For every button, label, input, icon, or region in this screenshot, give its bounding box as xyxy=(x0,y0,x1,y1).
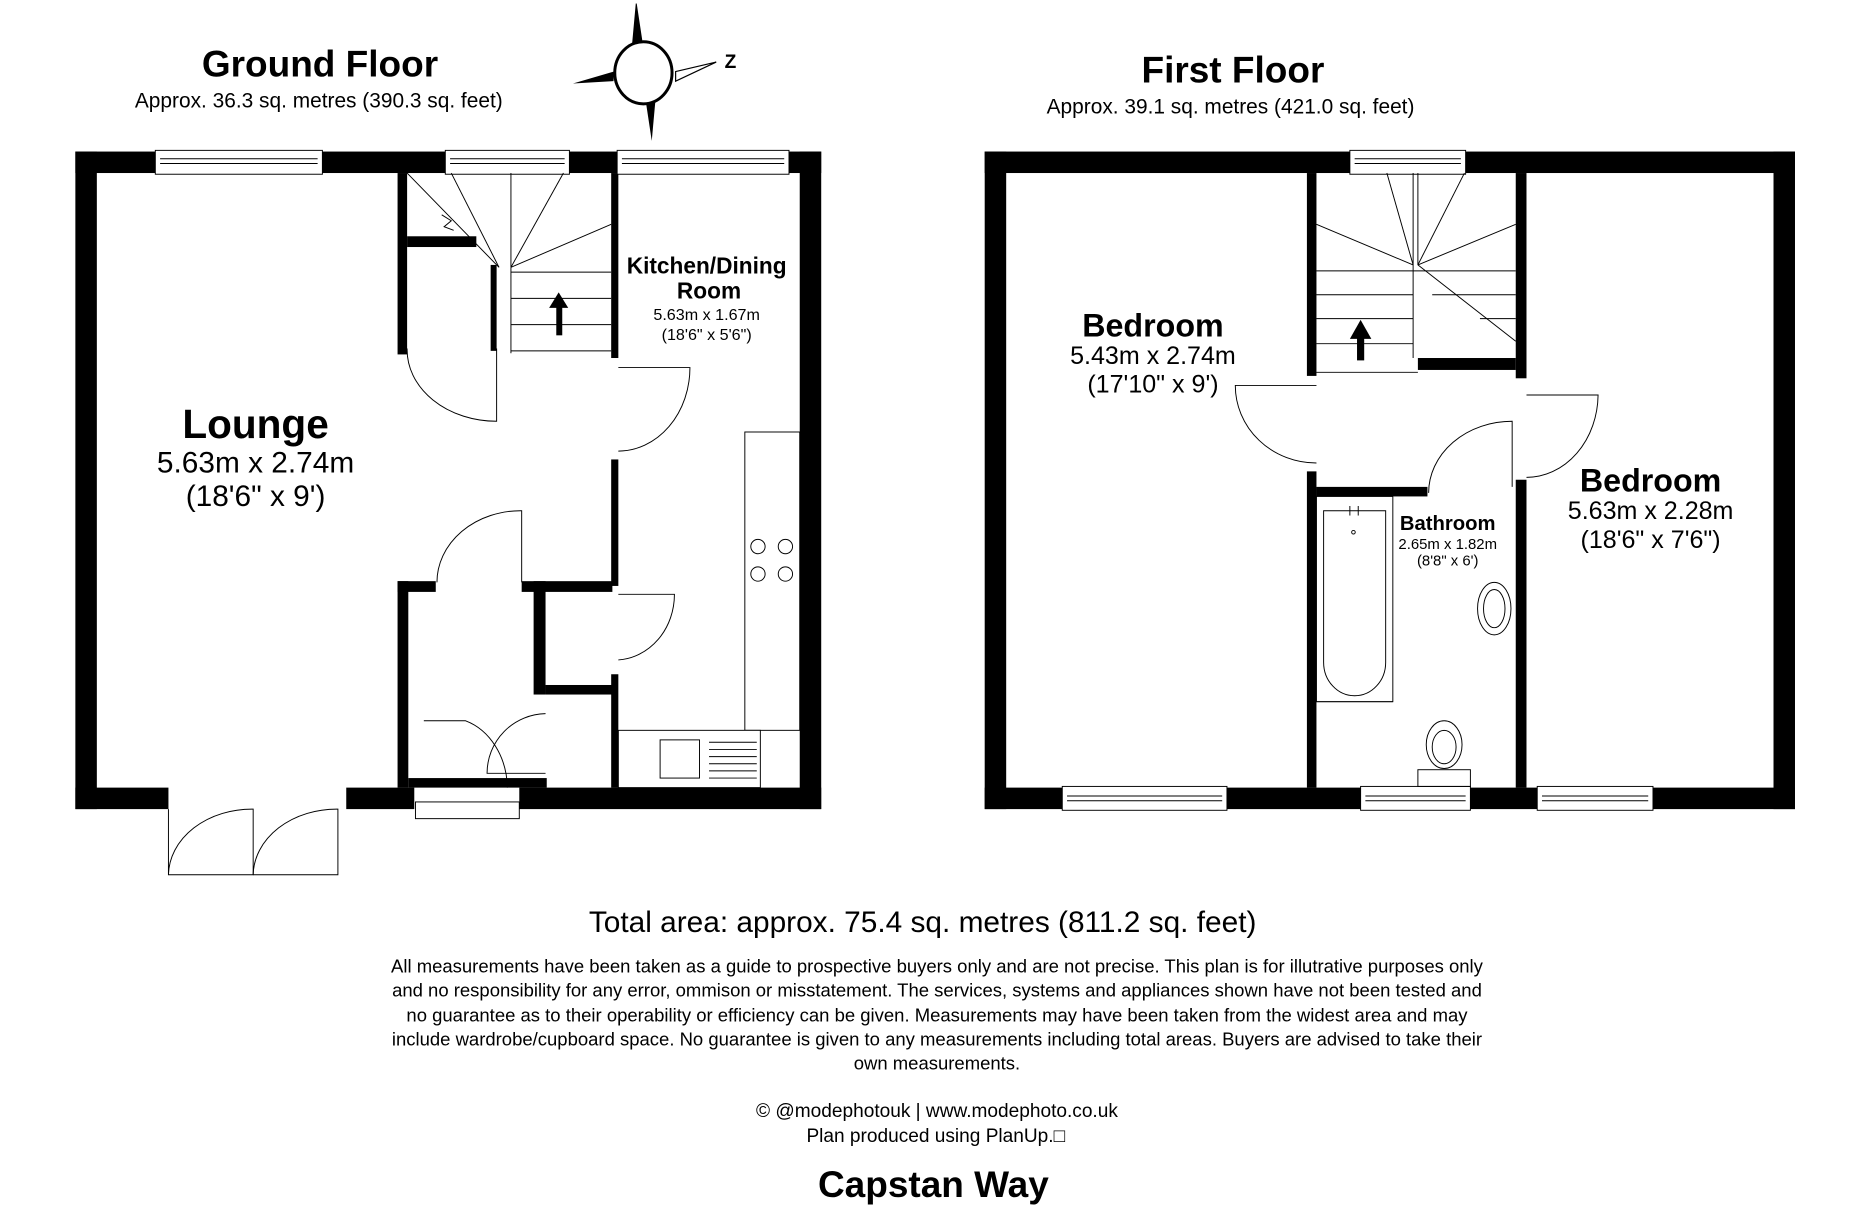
bathtub-icon xyxy=(1323,510,1387,697)
property-name: Capstan Way xyxy=(818,1164,1049,1205)
ground-floor-area: Approx. 36.3 sq. metres (390.3 sq. feet) xyxy=(135,89,503,112)
window xyxy=(1536,785,1654,811)
window xyxy=(1349,149,1467,175)
total-area: Total area: approx. 75.4 sq. metres (811… xyxy=(589,906,1257,939)
basin-icon xyxy=(1477,581,1512,636)
svg-text:(17'10" x 9'): (17'10" x 9') xyxy=(1087,371,1218,399)
kitchen-units xyxy=(617,431,801,789)
svg-text:(18'6" x 5'6"): (18'6" x 5'6") xyxy=(662,326,752,344)
svg-text:Kitchen/Dining: Kitchen/Dining xyxy=(627,252,787,278)
window xyxy=(616,149,790,175)
stairs-up-arrow-icon xyxy=(549,292,569,336)
stairs-up-arrow-icon xyxy=(1349,319,1372,361)
room-label-lounge: Lounge 5.63m x 2.74m (18'6" x 9') xyxy=(157,401,354,513)
svg-text:5.63m x 1.67m: 5.63m x 1.67m xyxy=(653,306,760,324)
first-floor-title: First Floor xyxy=(1141,49,1324,90)
doors xyxy=(167,348,691,876)
room-label-kitchen: Kitchen/Dining Room 5.63m x 1.67m (18'6"… xyxy=(627,252,787,344)
ground-floor: Ground Floor Approx. 36.3 sq. metres (39… xyxy=(75,43,822,876)
toilet-icon xyxy=(1425,720,1463,770)
svg-text:5.63m x 2.74m: 5.63m x 2.74m xyxy=(157,447,354,480)
window xyxy=(1061,785,1228,811)
svg-text:All measurements have been tak: All measurements have been taken as a gu… xyxy=(391,956,1484,977)
window xyxy=(444,149,570,175)
svg-text:5.43m x 2.74m: 5.43m x 2.74m xyxy=(1070,342,1236,370)
svg-text:5.63m x 2.28m: 5.63m x 2.28m xyxy=(1568,497,1734,525)
credit-link: © @modephotouk | www.modephoto.co.uk xyxy=(756,1101,1118,1122)
sink-icon xyxy=(659,739,700,779)
svg-text:include wardrobe/cupboard spac: include wardrobe/cupboard space. No guar… xyxy=(392,1028,1482,1049)
compass-icon: Z xyxy=(572,3,737,141)
svg-text:2.65m x 1.82m: 2.65m x 1.82m xyxy=(1398,537,1497,553)
svg-text:no guarantee as to their opera: no guarantee as to their operability or … xyxy=(406,1005,1468,1026)
doors xyxy=(1234,384,1599,493)
first-floor-area: Approx. 39.1 sq. metres (421.0 sq. feet) xyxy=(1047,95,1415,118)
svg-text:(18'6" x 7'6"): (18'6" x 7'6") xyxy=(1581,526,1721,554)
svg-text:Lounge: Lounge xyxy=(182,401,328,447)
ground-floor-title: Ground Floor xyxy=(202,43,438,84)
produced-by: Plan produced using PlanUp.□ xyxy=(806,1126,1065,1147)
window xyxy=(1360,785,1471,811)
window xyxy=(154,149,323,175)
drainer-icon xyxy=(709,741,757,779)
svg-text:own measurements.: own measurements. xyxy=(854,1052,1020,1073)
first-floor: First Floor Approx. 39.1 sq. metres (421… xyxy=(984,49,1795,811)
svg-text:(8'8" x 6'): (8'8" x 6') xyxy=(1417,554,1479,570)
compass-label: Z xyxy=(725,52,737,73)
ground-floor-walls xyxy=(75,151,822,810)
room-label-bedroom-1: Bedroom 5.43m x 2.74m (17'10" x 9') xyxy=(1070,308,1236,399)
staircase xyxy=(406,172,612,354)
bathroom-fixtures xyxy=(1315,495,1512,787)
svg-text:Bedroom: Bedroom xyxy=(1082,308,1223,344)
svg-text:and no responsibility for any: and no responsibility for any error, omm… xyxy=(392,979,1482,1000)
staircase xyxy=(1316,172,1517,373)
svg-text:Bedroom: Bedroom xyxy=(1580,463,1721,499)
room-label-bathroom: Bathroom 2.65m x 1.82m (8'8" x 6') xyxy=(1398,513,1497,570)
room-label-bedroom-2: Bedroom 5.63m x 2.28m (18'6" x 7'6") xyxy=(1568,463,1734,554)
svg-text:(18'6" x 9'): (18'6" x 9') xyxy=(186,480,326,513)
svg-text:Bathroom: Bathroom xyxy=(1400,513,1496,535)
svg-text:Room: Room xyxy=(677,277,741,303)
disclaimer: All measurements have been taken as a gu… xyxy=(391,956,1484,1074)
